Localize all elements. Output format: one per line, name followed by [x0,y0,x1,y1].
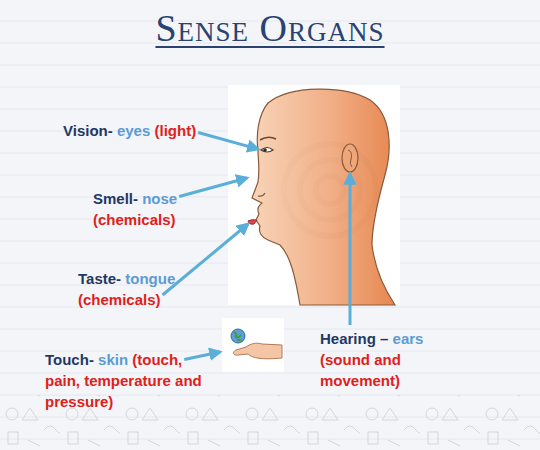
label-line: (chemicals) [78,289,238,310]
organ-name: nose [142,190,177,207]
pupil [263,148,267,152]
eyebrow [260,137,276,140]
vision-leader [198,133,258,150]
label-line: (sound and movement) [320,349,452,391]
ear [342,144,358,172]
page-title: Sense Organs [0,6,540,50]
label-line: Smell-nose [93,188,253,209]
label-line: Taste-tongue [78,268,238,289]
stimulus-note: (chemicals) [78,291,161,308]
ear-fold [348,150,352,167]
stimulus-note: (chemicals) [93,211,176,228]
touch-label: Touch-skin(touch, pain, temperature and … [45,349,207,412]
eye [261,148,273,153]
smell-leader [179,178,247,197]
label-line: (chemicals) [93,209,253,230]
organ-name: eyes [117,122,150,139]
touch-leader [184,352,220,360]
smell-label: Smell-nose (chemicals) [93,188,253,230]
organ-name: ears [393,330,424,347]
label-line: Hearing – ears [320,328,452,349]
stimulus-note: (light) [154,122,196,139]
label-line: Touch-skin(touch, pain, temperature and … [45,349,207,412]
nostril [258,193,265,196]
taste-label: Taste-tongue (chemicals) [78,268,238,310]
head-outline [252,89,395,305]
globe [231,329,245,343]
hand [234,343,282,359]
hand-picture-frame [222,318,284,372]
vision-label: Vision-eyes(light) [63,120,303,141]
sense-name: Hearing – [320,330,388,347]
sense-name: Smell- [93,190,138,207]
hearing-leader [349,174,352,325]
organ-name: skin [98,351,128,368]
sense-name: Vision- [63,122,113,139]
picture-frame [228,85,400,305]
label-line: Vision-eyes(light) [63,120,303,141]
organ-name: tongue [125,270,175,287]
sense-name: Touch- [45,351,94,368]
sense-name: Taste- [78,270,121,287]
taste-leader [163,224,248,295]
tongue [248,220,257,225]
hearing-label: Hearing – ears (sound and movement) [320,328,452,391]
stimulus-note: (sound and movement) [320,351,401,389]
globe-land [234,332,241,341]
